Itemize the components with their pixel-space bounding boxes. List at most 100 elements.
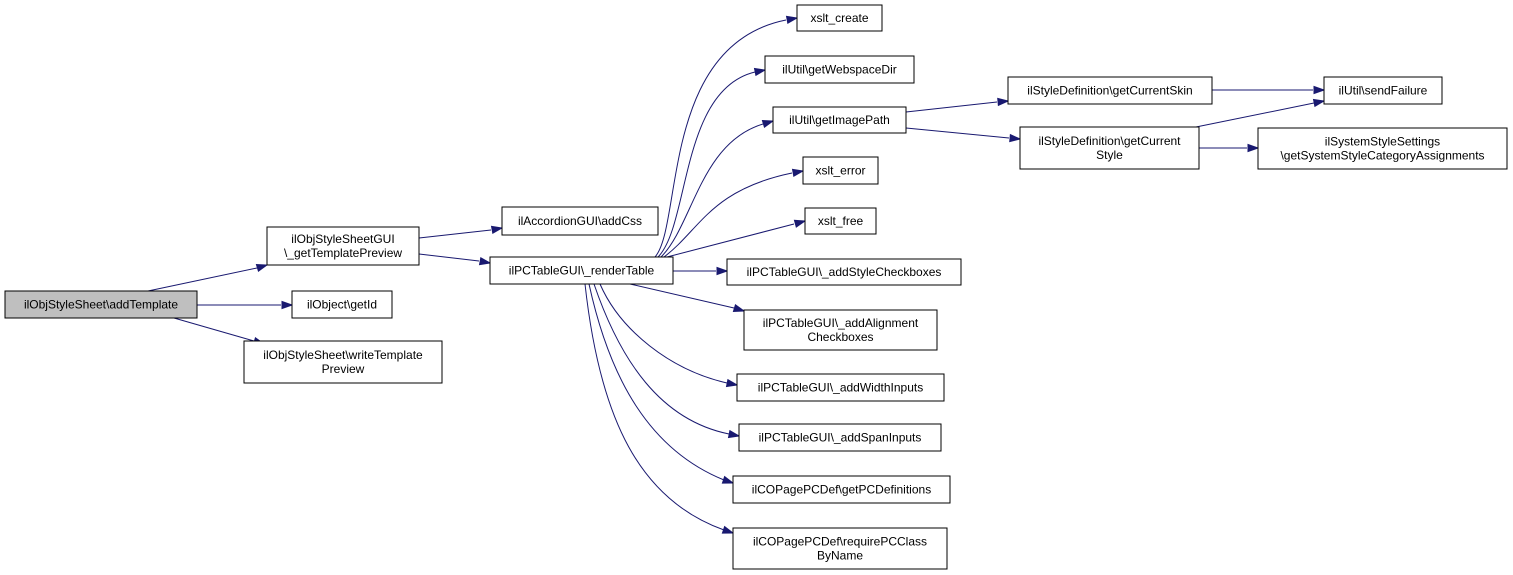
edge-getImagePath-to-getCurrentStyle — [905, 127, 1022, 143]
arrowhead-icon — [732, 303, 746, 313]
edge-line — [654, 19, 787, 258]
node-addWidthInputs[interactable]: ilPCTableGUI\_addWidthInputs — [736, 373, 945, 402]
arrowhead-icon — [725, 378, 739, 388]
node-label: xslt_error — [815, 164, 865, 178]
node-box[interactable] — [736, 373, 945, 402]
edge-renderTable-to-xslt_create — [654, 15, 799, 258]
arrowhead-icon — [727, 429, 741, 439]
node-label: ilPCTableGUI\_addStyleCheckboxes — [747, 265, 942, 279]
node-label: ilStyleDefinition\getCurrent — [1038, 134, 1181, 148]
node-label: ilPCTableGUI\_addSpanInputs — [759, 431, 922, 445]
node-label: Checkboxes — [807, 330, 873, 344]
edge-addTemplate-to-getId — [197, 300, 294, 310]
edge-renderTable-to-addAlignmentCheckboxes — [629, 283, 746, 313]
edge-getTemplatePreview-to-addCss — [418, 225, 504, 239]
arrowhead-icon — [1312, 98, 1326, 108]
arrowhead-icon — [281, 300, 294, 310]
node-label: xslt_free — [818, 214, 864, 228]
edge-renderTable-to-xslt_error — [663, 168, 805, 258]
edge-renderTable-to-getPCDefinitions — [588, 283, 735, 484]
node-label: Preview — [322, 362, 365, 376]
node-xslt_free[interactable]: xslt_free — [804, 207, 877, 235]
node-getWebspaceDir[interactable]: ilUtil\getWebspaceDir — [764, 55, 915, 84]
node-box[interactable] — [764, 55, 915, 84]
node-label: ilSystemStyleSettings — [1325, 135, 1440, 149]
edge-renderTable-to-xslt_free — [666, 219, 807, 258]
node-label: ilObjStyleSheet\writeTemplate — [263, 348, 423, 362]
node-box[interactable] — [804, 207, 877, 235]
edge-line — [593, 283, 730, 435]
arrowhead-icon — [761, 119, 775, 129]
node-xslt_create[interactable]: xslt_create — [796, 4, 883, 32]
arrowhead-icon — [997, 97, 1010, 107]
arrowhead-icon — [785, 15, 799, 25]
node-box[interactable] — [501, 206, 659, 236]
arrowhead-icon — [1009, 133, 1022, 143]
node-getId[interactable]: ilObject\getId — [291, 290, 393, 319]
arrowhead-icon — [1313, 85, 1326, 95]
edge-getCurrentSkin-to-sendFailure — [1212, 85, 1326, 95]
edge-line — [147, 267, 258, 292]
node-label: ilCOPagePCDef\requirePCClass — [753, 535, 927, 549]
node-addTemplate[interactable]: ilObjStyleSheet\addTemplate — [4, 290, 198, 319]
node-label: ilObjStyleSheetGUI — [291, 232, 394, 246]
edge-getCurrentStyle-to-getSystemStyleCategoryAssignments — [1199, 143, 1260, 153]
node-box[interactable] — [266, 226, 420, 266]
arrowhead-icon — [793, 219, 807, 228]
node-getImagePath[interactable]: ilUtil\getImagePath — [772, 106, 907, 134]
edge-getCurrentStyle-to-sendFailure — [1195, 98, 1326, 128]
arrowhead-icon — [721, 475, 735, 484]
node-box[interactable] — [772, 106, 907, 134]
node-addCss[interactable]: ilAccordionGUI\addCss — [501, 206, 659, 236]
node-box[interactable] — [4, 290, 198, 319]
node-addStyleCheckboxes[interactable]: ilPCTableGUI\_addStyleCheckboxes — [726, 258, 962, 286]
node-getCurrentSkin[interactable]: ilStyleDefinition\getCurrentSkin — [1007, 76, 1213, 105]
edge-line — [173, 317, 255, 342]
arrowhead-icon — [716, 266, 729, 276]
node-box[interactable] — [796, 4, 883, 32]
node-box[interactable] — [1257, 127, 1508, 170]
edge-renderTable-to-addSpanInputs — [593, 283, 741, 439]
arrowhead-icon — [255, 263, 269, 273]
node-getTemplatePreview[interactable]: ilObjStyleSheetGUI\_getTemplatePreview — [266, 226, 420, 266]
edge-line — [657, 71, 756, 258]
node-box[interactable] — [802, 156, 879, 185]
node-box[interactable] — [1019, 126, 1200, 170]
node-label: ilObject\getId — [307, 298, 377, 312]
edge-line — [418, 253, 480, 262]
node-xslt_error[interactable]: xslt_error — [802, 156, 879, 185]
node-box[interactable] — [732, 527, 948, 570]
edge-renderTable-to-requirePCClassByName — [584, 283, 735, 534]
node-box[interactable] — [738, 423, 942, 452]
node-box[interactable] — [243, 340, 443, 384]
node-box[interactable] — [1007, 76, 1213, 105]
node-box[interactable] — [732, 475, 951, 504]
edge-line — [905, 101, 998, 113]
node-label: ilCOPagePCDef\getPCDefinitions — [752, 483, 931, 497]
node-label: ilObjStyleSheet\addTemplate — [24, 298, 178, 312]
node-box[interactable] — [743, 309, 938, 351]
node-sendFailure[interactable]: ilUtil\sendFailure — [1323, 76, 1443, 105]
node-label: ilStyleDefinition\getCurrentSkin — [1027, 84, 1192, 98]
edge-line — [629, 283, 735, 309]
node-box[interactable] — [1323, 76, 1443, 105]
edge-getTemplatePreview-to-renderTable — [418, 253, 492, 266]
arrowhead-icon — [791, 168, 805, 178]
node-label: ilUtil\getWebspaceDir — [782, 63, 897, 77]
node-box[interactable] — [726, 258, 962, 286]
node-box[interactable] — [489, 256, 674, 285]
node-label: ilPCTableGUI\_addWidthInputs — [758, 381, 923, 395]
node-getSystemStyleCategoryAssignments[interactable]: ilSystemStyleSettings\getSystemStyleCate… — [1257, 127, 1508, 170]
node-box[interactable] — [291, 290, 393, 319]
node-getPCDefinitions[interactable]: ilCOPagePCDef\getPCDefinitions — [732, 475, 951, 504]
node-renderTable[interactable]: ilPCTableGUI\_renderTable — [489, 256, 674, 285]
node-addSpanInputs[interactable]: ilPCTableGUI\_addSpanInputs — [738, 423, 942, 452]
edge-renderTable-to-addStyleCheckboxes — [673, 266, 729, 276]
edge-line — [584, 283, 725, 531]
arrowhead-icon — [490, 225, 504, 235]
